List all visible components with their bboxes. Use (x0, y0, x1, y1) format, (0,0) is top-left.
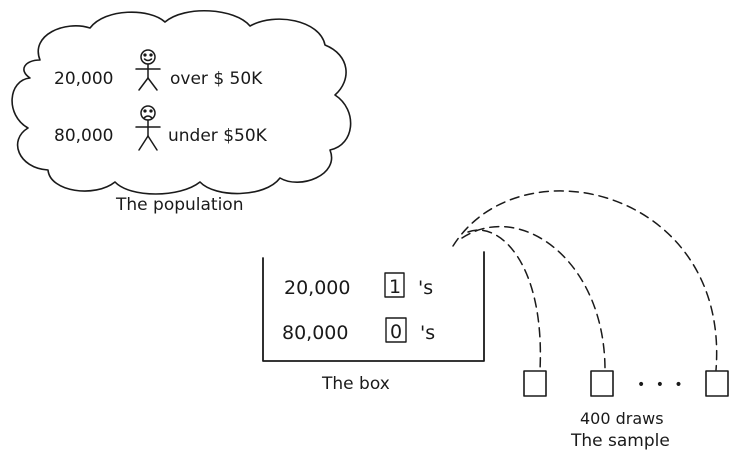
smiling-stick-figure-icon (135, 49, 161, 91)
sample-draw-square-1 (523, 370, 547, 397)
population-count-over: 20,000 (54, 69, 113, 89)
box-suffix-zeros: 's (420, 322, 435, 344)
draw-arc-2 (461, 226, 606, 371)
box-count-zeros: 80,000 (282, 322, 348, 344)
population-cloud (11, 10, 352, 195)
sample-draw-square-last (705, 370, 729, 397)
draw-arc-3 (452, 190, 718, 371)
box-count-ones: 20,000 (284, 277, 350, 299)
population-label-over: over $ 50K (170, 69, 263, 89)
frowning-stick-figure-icon (135, 105, 161, 151)
ticket-one-label: 1 (389, 276, 401, 298)
sample-caption: The sample (570, 431, 670, 451)
box-caption: The box (321, 374, 390, 394)
population-label-under: under $50K (168, 126, 268, 146)
ticket-zero-label: 0 (390, 321, 402, 343)
sample-draws-label: 400 draws (580, 409, 664, 428)
ticket-one (384, 272, 405, 298)
draw-arc-1 (467, 229, 542, 371)
box-outline (262, 251, 485, 362)
ticket-zero (385, 317, 407, 343)
population-count-under: 80,000 (54, 126, 113, 146)
box-suffix-ones: 's (418, 277, 433, 299)
sample-ellipsis: • • • (637, 377, 686, 393)
population-caption: The population (115, 195, 243, 215)
sample-draw-square-2 (590, 370, 614, 397)
